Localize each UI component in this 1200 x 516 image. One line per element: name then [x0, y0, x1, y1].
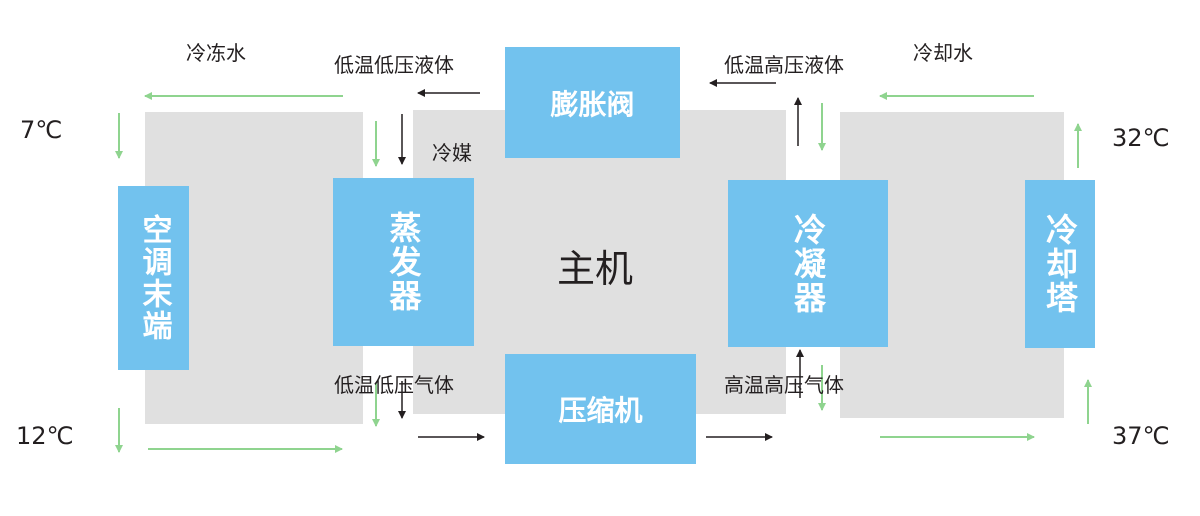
low-temp-low-press-liquid-label: 低温低压液体 [334, 53, 454, 77]
supply-cooling-temp: 32℃ [1112, 124, 1170, 152]
cooling-water-label: 冷却水 [913, 41, 973, 65]
expansion-valve-box: 膨胀阀 [505, 47, 680, 158]
air-terminal-label: 空调末端 [136, 214, 172, 342]
condenser-label: 冷凝器 [789, 212, 827, 315]
compressor-label: 压缩机 [558, 394, 643, 427]
return-chilled-temp: 12℃ [16, 422, 74, 450]
low-temp-high-press-liquid-label: 低温高压液体 [724, 53, 844, 77]
compressor-box: 压缩机 [505, 354, 696, 464]
high-temp-high-press-gas-label: 高温高压气体 [724, 373, 844, 397]
return-cooling-temp: 37℃ [1112, 422, 1170, 450]
low-temp-low-press-gas-label: 低温低压气体 [334, 373, 454, 397]
air-terminal-box: 空调末端 [118, 186, 189, 370]
refrigerant-label: 冷媒 [432, 141, 472, 165]
evaporator-label: 蒸发器 [384, 211, 423, 313]
expansion-valve-label: 膨胀阀 [550, 87, 635, 121]
cooling-tower-box: 冷却塔 [1025, 180, 1095, 348]
condenser-box: 冷凝器 [728, 180, 888, 347]
main-unit-label: 主机 [557, 247, 634, 291]
cooling-tower-label: 冷却塔 [1041, 213, 1079, 315]
evaporator-box: 蒸发器 [333, 178, 474, 346]
supply-chilled-temp: 7℃ [20, 116, 63, 144]
chilled-water-label: 冷冻水 [186, 41, 246, 65]
